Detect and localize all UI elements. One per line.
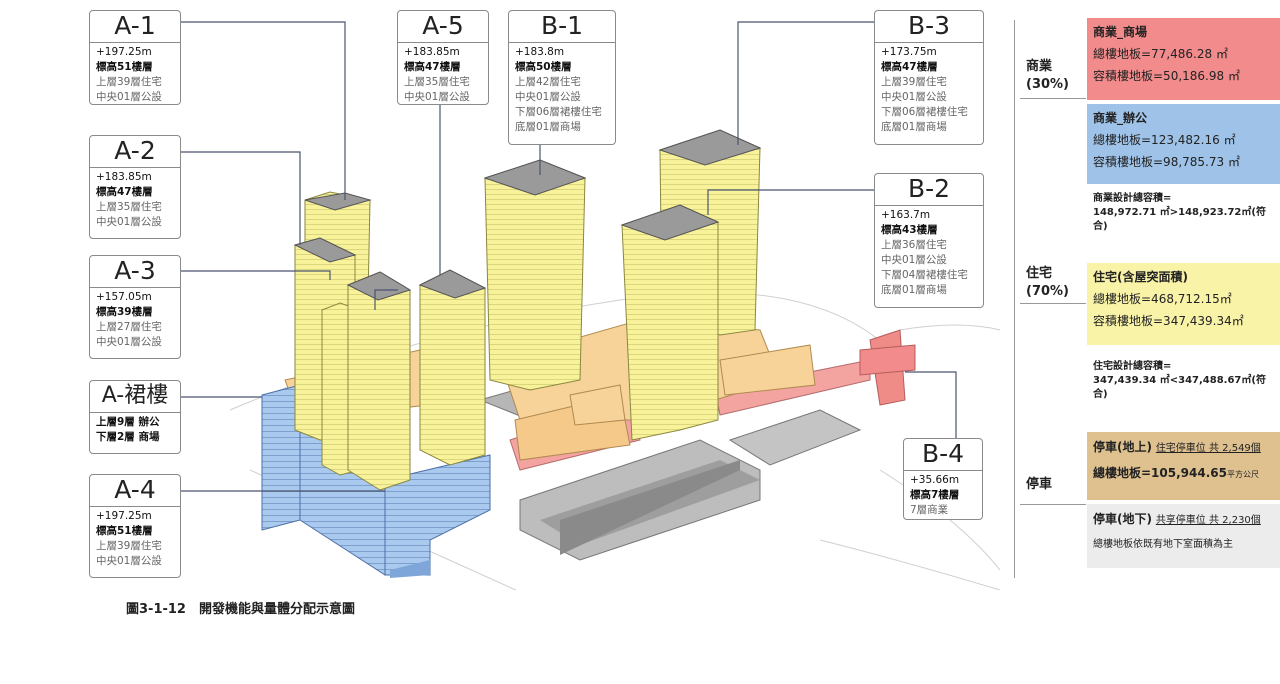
label-b2: B-2 +163.7m 標高43樓層 上層36層住宅 中央01層公設 下層04層… (874, 173, 984, 308)
commercial-total-note: 商業設計總容積= 148,972.71 ㎡>148,923.72㎡(符合) (1093, 193, 1266, 232)
label-a1-id: A-1 (89, 11, 181, 43)
figure-caption: 圖3-1-12 開發機能與量體分配示意圖 (126, 602, 355, 617)
label-a3-id: A-3 (89, 256, 181, 288)
panel-mall: 商業_商場 總樓地板=77,486.28 ㎡ 容積樓地板=50,186.98 ㎡ (1087, 18, 1280, 100)
leader-lines (180, 21, 957, 492)
label-a1: A-1 +197.25m 標高51樓層 上層39層住宅 中央01層公設 (89, 10, 181, 105)
category-parking: 停車 (1026, 477, 1053, 492)
divider-parking (1020, 504, 1086, 505)
panel-parking-above: 停車(地上) 住宅停車位 共 2,549個 總樓地板=105,944.65平方公… (1087, 432, 1280, 500)
towers (293, 129, 762, 491)
divider-vertical (1014, 20, 1015, 578)
panel-parking-below: 停車(地下) 共享停車位 共 2,230個 總樓地板依既有地下室面積為主 (1087, 504, 1280, 568)
label-podium: A-裙樓 上層9層 辦公 下層2層 商場 (89, 380, 181, 454)
residential-total-note: 住宅設計總容積= 347,439.34 ㎡<347,488.67㎡(符合) (1093, 361, 1266, 400)
label-b2-id: B-2 (874, 174, 984, 206)
label-b4: B-4 +35.66m 標高7樓層 7層商業 (903, 438, 983, 520)
label-podium-id: A-裙樓 (89, 381, 181, 413)
label-a2-id: A-2 (89, 136, 181, 168)
label-b1-id: B-1 (508, 11, 616, 43)
label-a4-id: A-4 (89, 475, 181, 507)
label-b4-id: B-4 (903, 439, 983, 471)
panel-residential: 住宅(含屋突面積) 總樓地板=468,712.15㎡ 容積樓地板=347,439… (1087, 263, 1280, 345)
label-b1: B-1 +183.8m 標高50樓層 上層42層住宅 中央01層公設 下層06層… (508, 10, 616, 145)
label-a4: A-4 +197.25m 標高51樓層 上層39層住宅 中央01層公設 (89, 474, 181, 578)
divider-residential (1020, 303, 1086, 304)
label-a5-id: A-5 (397, 11, 489, 43)
label-b3: B-3 +173.75m 標高47樓層 上層39層住宅 中央01層公設 下層06… (874, 10, 984, 145)
label-b3-id: B-3 (874, 11, 984, 43)
category-residential: 住宅 (70%) (1026, 266, 1069, 299)
category-commercial: 商業 (30%) (1026, 59, 1069, 92)
label-a2: A-2 +183.85m 標高47樓層 上層35層住宅 中央01層公設 (89, 135, 181, 239)
divider-commercial (1020, 98, 1086, 99)
label-a3: A-3 +157.05m 標高39樓層 上層27層住宅 中央01層公設 (89, 255, 181, 359)
label-a5: A-5 +183.85m 標高47樓層 上層35層住宅 中央01層公設 (397, 10, 489, 105)
panel-office: 商業_辦公 總樓地板=123,482.16 ㎡ 容積樓地板=98,785.73 … (1087, 104, 1280, 184)
massing-diagram (180, 21, 1001, 590)
